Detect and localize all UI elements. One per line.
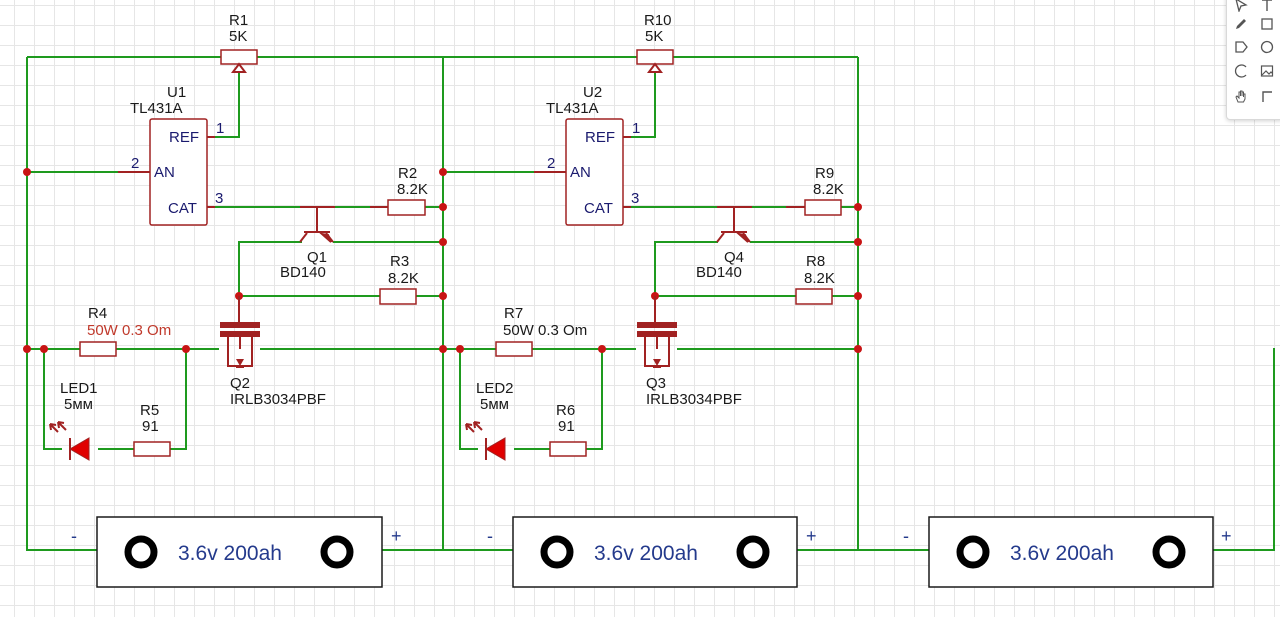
r9-ref: R9 [815, 165, 834, 182]
ic-u1[interactable]: U1 TL431A REF AN CAT 1 2 3 [118, 84, 224, 226]
potentiometer-r1[interactable]: R1 5K [220, 12, 258, 73]
resistor-r9[interactable]: R9 8.2K [786, 165, 844, 216]
battery-1-plus: + [391, 526, 402, 546]
r10-value: 5K [645, 28, 663, 45]
pointer-icon[interactable] [1231, 0, 1251, 15]
r2-value: 8.2K [397, 181, 428, 198]
arc-icon[interactable] [1231, 61, 1251, 81]
battery-3-label: 3.6v 200ah [1010, 542, 1114, 565]
pencil-icon[interactable] [1231, 14, 1251, 34]
resistor-r6[interactable]: R6 91 [549, 402, 587, 457]
resistor-r2[interactable]: R2 8.2K [370, 165, 428, 216]
battery-1[interactable]: 3.6v 200ah - + [71, 516, 402, 588]
u2-pin2-number: 2 [547, 155, 555, 172]
r6-ref: R6 [556, 402, 575, 419]
junction-dots [23, 168, 862, 353]
u2-pin-ref-label: REF [585, 129, 615, 146]
led2-ref: LED2 [476, 380, 514, 397]
u2-value: TL431A [546, 100, 599, 117]
u1-pin1-number: 1 [216, 120, 224, 137]
resistor-r5[interactable]: R5 91 [133, 402, 171, 457]
led-led2[interactable]: LED2 5мм [465, 380, 514, 461]
r4-ref: R4 [88, 305, 107, 322]
u1-pin-ref-label: REF [169, 129, 199, 146]
q2-value: IRLB3034PBF [230, 391, 326, 408]
r7-ref: R7 [504, 305, 523, 322]
resistor-r4[interactable]: R4 50W 0.3 Om [79, 305, 171, 357]
u1-pin-an-label: AN [154, 164, 175, 181]
u1-pin-cat-label: CAT [168, 200, 197, 217]
r8-ref: R8 [806, 253, 825, 270]
battery-2-plus: + [806, 526, 817, 546]
u1-ref: U1 [167, 84, 186, 101]
transistor-q4[interactable]: Q4 BD140 [696, 206, 752, 281]
r5-value: 91 [142, 418, 159, 435]
r1-ref: R1 [229, 12, 248, 29]
battery-2-label: 3.6v 200ah [594, 542, 698, 565]
q3-ref: Q3 [646, 375, 666, 392]
wires [26, 56, 1275, 551]
text-icon[interactable] [1257, 0, 1277, 15]
r1-value: 5K [229, 28, 247, 45]
image-icon[interactable] [1257, 61, 1277, 81]
tag-shape-icon[interactable] [1231, 37, 1251, 57]
battery-3-minus: - [903, 526, 909, 546]
resistor-r7[interactable]: R7 50W 0.3 Om [495, 305, 587, 357]
r10-ref: R10 [644, 12, 672, 29]
transistor-q1[interactable]: Q1 BD140 [280, 206, 335, 281]
q1-value: BD140 [280, 264, 326, 281]
u1-pin2-number: 2 [131, 155, 139, 172]
battery-1-minus: - [71, 526, 77, 546]
led1-value: 5мм [64, 396, 93, 413]
u2-pin-an-label: AN [570, 164, 591, 181]
rectangle-icon[interactable] [1257, 14, 1277, 34]
battery-2-minus: - [487, 526, 493, 546]
u2-ref: U2 [583, 84, 602, 101]
r3-value: 8.2K [388, 270, 419, 287]
r4-value: 50W 0.3 Om [87, 322, 171, 339]
q1-ref: Q1 [307, 249, 327, 266]
r5-ref: R5 [140, 402, 159, 419]
u1-pin3-number: 3 [215, 190, 223, 207]
u1-value: TL431A [130, 100, 183, 117]
battery-3[interactable]: 3.6v 200ah - + [903, 516, 1232, 588]
resistor-r3[interactable]: R3 8.2K [379, 253, 419, 305]
circle-icon[interactable] [1257, 37, 1277, 57]
q4-value: BD140 [696, 264, 742, 281]
r8-value: 8.2K [804, 270, 835, 287]
led2-value: 5мм [480, 396, 509, 413]
q4-ref: Q4 [724, 249, 744, 266]
q3-value: IRLB3034PBF [646, 391, 742, 408]
wire-icon[interactable] [1257, 86, 1277, 106]
mosfet-q2[interactable]: Q2 IRLB3034PBF [220, 296, 326, 408]
q2-ref: Q2 [230, 375, 250, 392]
r2-ref: R2 [398, 165, 417, 182]
led-led1[interactable]: LED1 5мм [49, 380, 98, 461]
ic-u2[interactable]: U2 TL431A REF AN CAT 1 2 3 [534, 84, 640, 226]
u2-pin1-number: 1 [632, 120, 640, 137]
r9-value: 8.2K [813, 181, 844, 198]
drawing-toolbar [1226, 0, 1280, 120]
r7-value: 50W 0.3 Om [503, 322, 587, 339]
mosfet-q3[interactable]: Q3 IRLB3034PBF [637, 296, 742, 408]
led1-ref: LED1 [60, 380, 98, 397]
potentiometer-r10[interactable]: R10 5K [636, 12, 674, 73]
u2-pin3-number: 3 [631, 190, 639, 207]
hand-icon[interactable] [1231, 86, 1251, 106]
battery-1-label: 3.6v 200ah [178, 542, 282, 565]
resistor-r8[interactable]: R8 8.2K [795, 253, 835, 305]
r6-value: 91 [558, 418, 575, 435]
u2-pin-cat-label: CAT [584, 200, 613, 217]
battery-2[interactable]: 3.6v 200ah - + [487, 516, 817, 588]
r3-ref: R3 [390, 253, 409, 270]
battery-3-plus: + [1221, 526, 1232, 546]
